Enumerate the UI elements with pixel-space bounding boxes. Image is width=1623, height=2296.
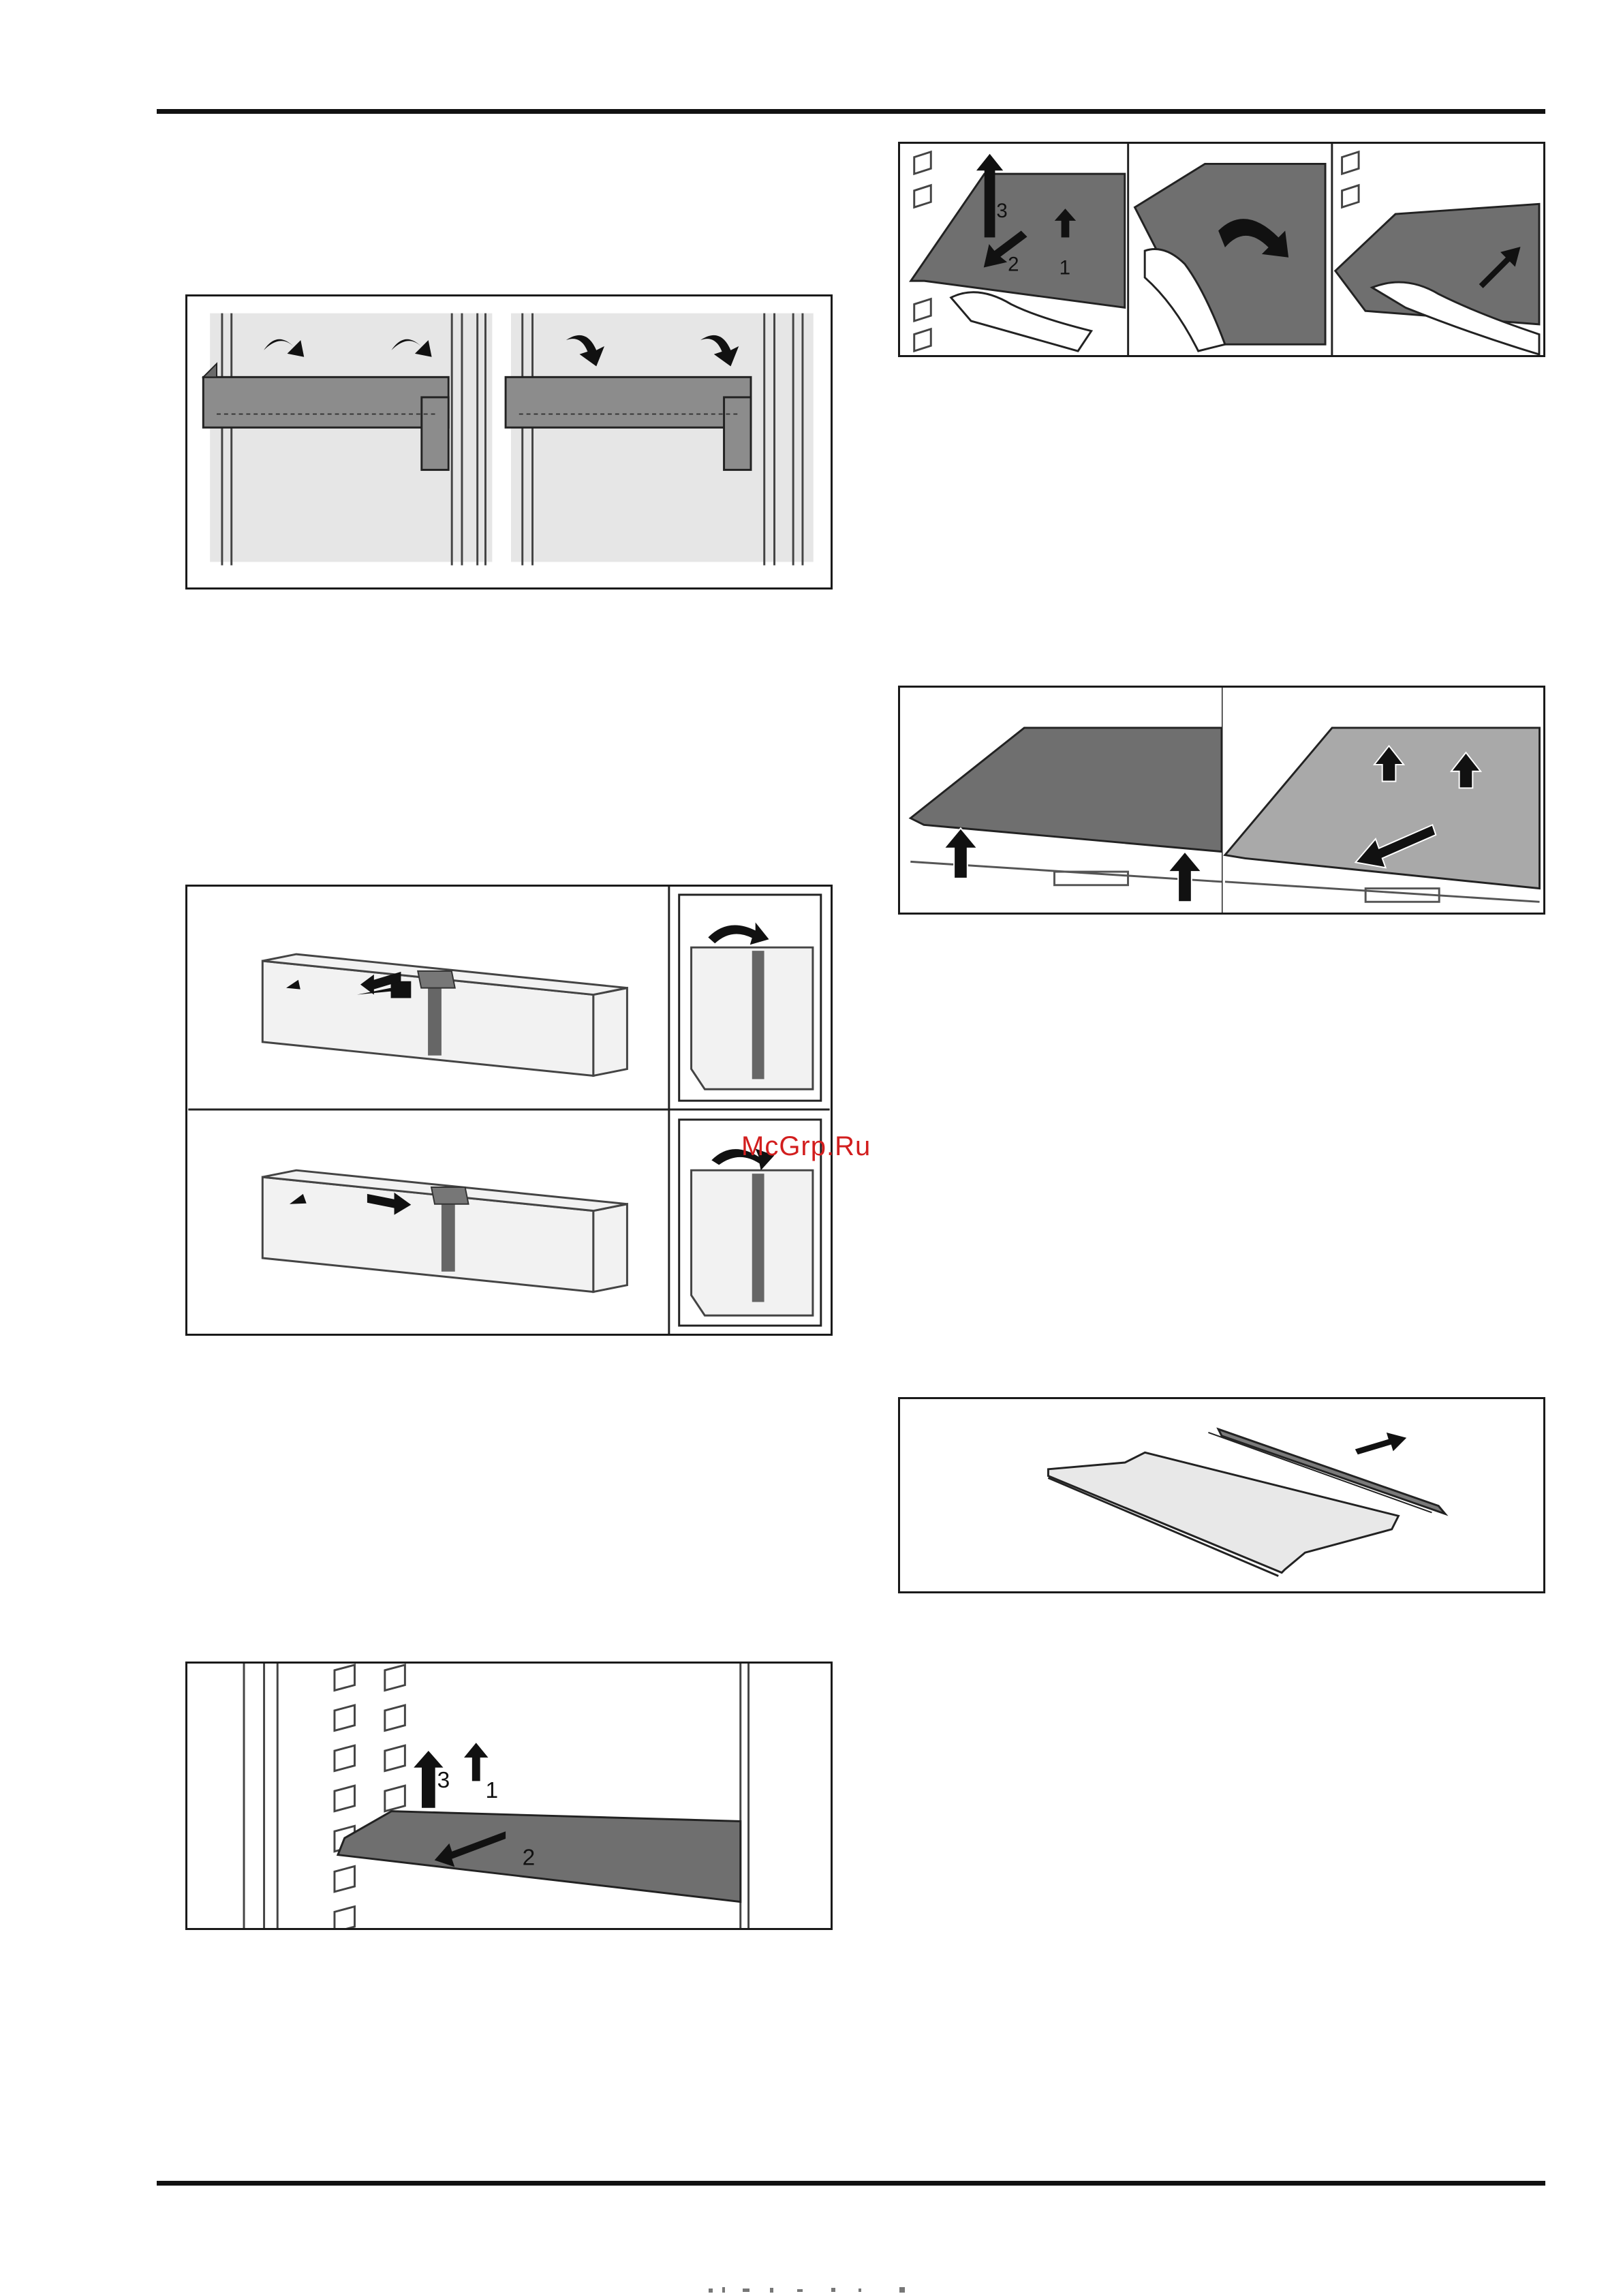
- shelf-removal-figure: 3 1 2: [185, 1662, 833, 1930]
- shelf-removal-illustration: 3 1 2: [187, 1664, 831, 1928]
- panel-step-2-label: 2: [1008, 253, 1019, 275]
- door-rack-figure: [185, 294, 833, 590]
- rack-divider-illustration: [187, 887, 831, 1334]
- shelf-step-3-label: 3: [437, 1768, 450, 1793]
- watermark-text: McGrp.Ru: [741, 1131, 871, 1162]
- header-rule: [157, 109, 1545, 114]
- shelf-hand-figure: 3 2 1: [898, 142, 1545, 357]
- shelf-step-1-label: 1: [486, 1778, 499, 1803]
- glass-strip-illustration: [900, 1399, 1543, 1591]
- panel-step-3-label: 3: [996, 200, 1007, 222]
- glass-strip-figure: [898, 1397, 1545, 1593]
- panel-step-1-label: 1: [1060, 256, 1070, 279]
- footer-scan-artifact: [695, 2283, 927, 2296]
- door-rack-illustration: [187, 296, 831, 587]
- rack-divider-figure: [185, 885, 833, 1336]
- drawer-shelf-figure: [898, 686, 1545, 915]
- footer-rule: [157, 2181, 1545, 2186]
- drawer-shelf-illustration: [900, 688, 1543, 913]
- shelf-step-2-label: 2: [523, 1845, 536, 1870]
- shelf-hand-illustration: 3 2 1: [900, 144, 1543, 355]
